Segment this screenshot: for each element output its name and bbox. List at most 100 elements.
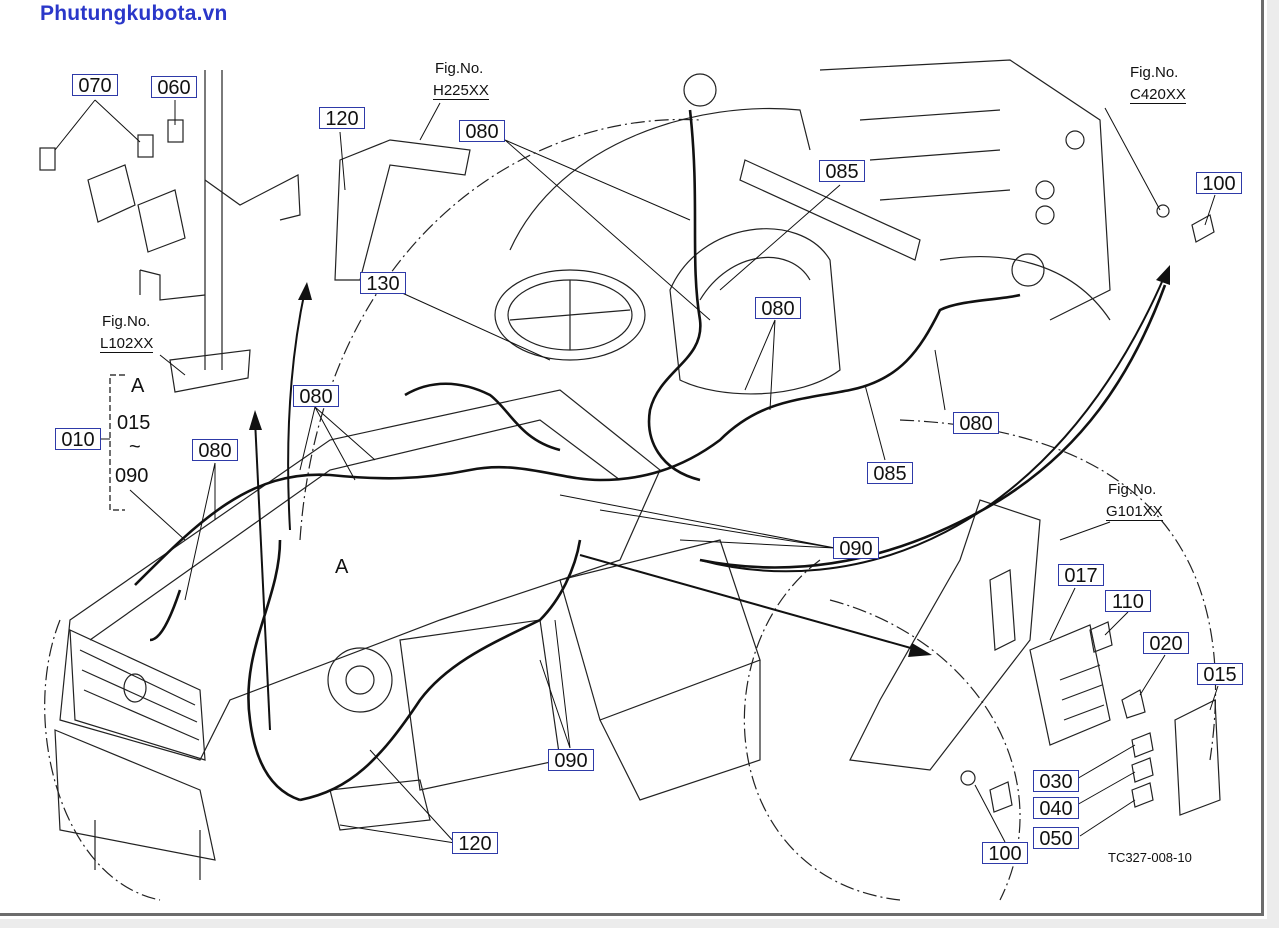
harness-main <box>134 293 1021 586</box>
fig-ref-g101-title: Fig.No. <box>1108 481 1157 498</box>
arrow-to-l102 <box>254 419 271 731</box>
harness-front <box>247 539 301 802</box>
part-label-090[interactable]: 090 <box>548 749 594 772</box>
leader-050 <box>1079 799 1136 837</box>
part-label-085[interactable]: 085 <box>819 160 865 183</box>
leader-080-left <box>299 406 376 481</box>
group-top-letter: A <box>131 375 145 397</box>
part-label-100[interactable]: 100 <box>982 842 1028 865</box>
fig-ref-g101-code[interactable]: G101XX <box>1106 503 1163 521</box>
leader-110 <box>1104 611 1129 636</box>
bolt-bottom <box>989 781 1013 813</box>
part-label-017[interactable]: 017 <box>1058 564 1104 587</box>
part-label-080[interactable]: 080 <box>755 297 801 320</box>
leader-080-mid <box>744 319 776 411</box>
detail-letter-a: A <box>335 556 349 578</box>
part-label-080[interactable]: 080 <box>293 385 339 408</box>
part-label-070[interactable]: 070 <box>72 74 118 97</box>
leader-080-right <box>934 349 946 411</box>
part-label-015[interactable]: 015 <box>1197 663 1243 686</box>
engine-block <box>399 619 561 791</box>
side-panel <box>849 499 1041 771</box>
part-label-010[interactable]: 010 <box>55 428 101 451</box>
bolt-c420 <box>1191 214 1215 243</box>
operator-seat <box>669 228 841 395</box>
leader-090-right <box>559 494 836 549</box>
kubota-emblem <box>123 673 147 703</box>
leader-120-bottom <box>339 749 456 844</box>
fender-arc-right <box>899 419 1217 761</box>
leader-g101 <box>1059 521 1111 541</box>
left-fender <box>509 107 811 251</box>
leader-c420 <box>1104 107 1161 211</box>
fig-ref-h225-title: Fig.No. <box>435 60 484 77</box>
fig-ref-l102-title: Fig.No. <box>102 313 151 330</box>
steering-wheel <box>494 269 646 361</box>
part-label-050[interactable]: 050 <box>1033 827 1079 850</box>
part-label-080[interactable]: 080 <box>192 439 238 462</box>
part-label-110[interactable]: 110 <box>1105 590 1151 613</box>
front-wheel-outline <box>44 619 161 901</box>
washer-c420 <box>1156 204 1170 218</box>
part-label-060[interactable]: 060 <box>151 76 197 99</box>
fig-ref-c420-title: Fig.No. <box>1130 64 1179 81</box>
leader-080-left2 <box>184 462 216 601</box>
harness-engine <box>299 539 582 802</box>
fig-ref-c420-code[interactable]: C420XX <box>1130 86 1186 104</box>
part-label-020[interactable]: 020 <box>1143 632 1189 655</box>
arrow-to-c420 <box>699 274 1166 573</box>
leader-085-top <box>719 184 841 291</box>
group-start: 015 <box>117 412 151 434</box>
fuse-box-cover <box>1174 699 1221 816</box>
bolt-110 <box>1089 621 1113 653</box>
part-label-090[interactable]: 090 <box>833 537 879 560</box>
diagram-frame <box>0 0 1264 916</box>
fig-ref-h225-code[interactable]: H225XX <box>433 82 489 100</box>
hood-outline <box>59 389 661 761</box>
part-label-080[interactable]: 080 <box>459 120 505 143</box>
fig-ref-l102-code[interactable]: L102XX <box>100 335 154 353</box>
figure-code: TC327-008-10 <box>1108 850 1192 865</box>
group-bracket <box>109 374 125 511</box>
fender-arc-left <box>299 118 701 541</box>
part-label-040[interactable]: 040 <box>1033 797 1079 820</box>
part-label-120[interactable]: 120 <box>452 832 498 855</box>
leader-120-top <box>339 131 346 191</box>
horizontal-scrollbar[interactable] <box>0 919 1267 928</box>
leader-100-bottom <box>974 784 1006 843</box>
relay-box-1 <box>87 164 136 223</box>
part-label-080[interactable]: 080 <box>953 412 999 435</box>
part-label-130[interactable]: 130 <box>360 272 406 295</box>
fuse-box <box>1029 624 1111 746</box>
leader-100-top <box>1204 194 1216 226</box>
leader-130 <box>399 291 551 361</box>
vertical-scrollbar[interactable] <box>1267 0 1279 928</box>
rear-wheel-outline <box>743 559 901 901</box>
rops-post <box>204 70 223 370</box>
washer-bottom <box>960 770 976 786</box>
arrow-to-g101 <box>579 554 926 653</box>
alternator <box>327 647 393 713</box>
part-label-120[interactable]: 120 <box>319 107 365 130</box>
leader-h225 <box>419 102 441 141</box>
relay-box-2 <box>137 189 186 253</box>
part-label-085[interactable]: 085 <box>867 462 913 485</box>
leader-l102 <box>159 354 186 376</box>
group-tilde: ~ <box>129 436 141 458</box>
leader-015 <box>1209 685 1219 711</box>
harness-dash <box>404 382 561 452</box>
leader-080-top <box>504 139 711 321</box>
harness-rear <box>699 284 1167 569</box>
watermark: Phutungkubota.vn <box>40 2 228 25</box>
leader-020 <box>1139 654 1166 696</box>
harness-seat <box>647 109 702 482</box>
front-grille <box>69 629 206 761</box>
part-label-030[interactable]: 030 <box>1033 770 1079 793</box>
work-light-right <box>1011 253 1045 287</box>
leader-090-bottom <box>539 619 571 749</box>
leader-085-right <box>864 384 886 461</box>
leader-070 <box>54 99 141 151</box>
bracket-h225 <box>334 139 471 281</box>
part-label-100[interactable]: 100 <box>1196 172 1242 195</box>
leader-group-090 <box>129 489 186 541</box>
